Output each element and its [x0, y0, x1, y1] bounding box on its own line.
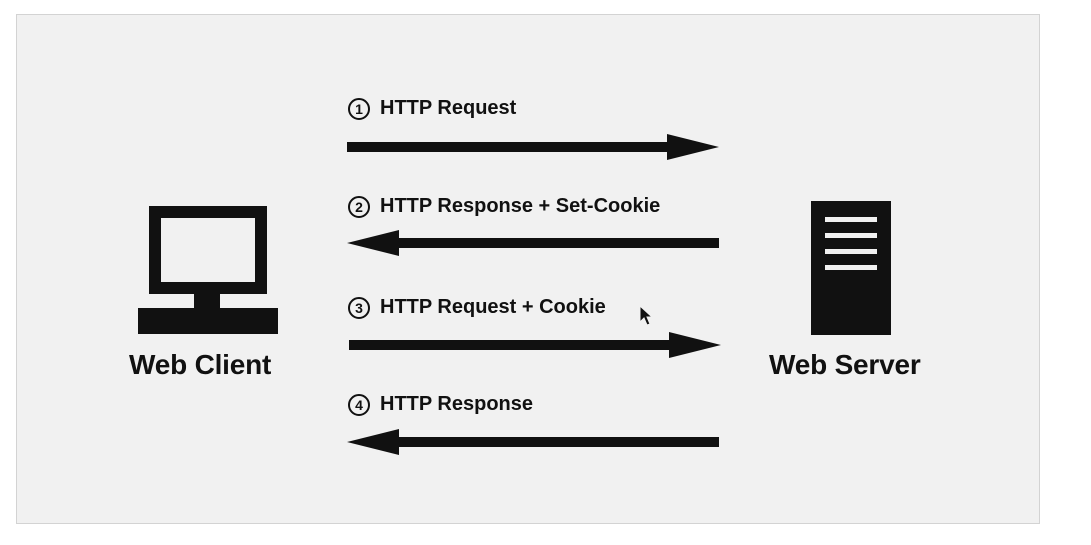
step-1-arrow	[347, 134, 719, 160]
step-4-label: 4 HTTP Response	[348, 393, 533, 416]
step-2-label: 2 HTTP Response + Set-Cookie	[348, 195, 660, 218]
step-3-label: 3 HTTP Request + Cookie	[348, 296, 606, 319]
step-3-text: HTTP Request + Cookie	[380, 296, 606, 318]
mouse-cursor-icon	[639, 305, 654, 326]
diagram-canvas: Web Client Web Server 1 HTTP Request 2 H…	[16, 14, 1040, 524]
step-2-arrow	[347, 230, 719, 256]
web-client-label: Web Client	[129, 349, 272, 380]
step-4-text: HTTP Response	[380, 393, 533, 415]
step-1-number: 1	[348, 97, 370, 120]
web-server-label: Web Server	[769, 349, 921, 380]
step-4-arrow	[347, 429, 719, 455]
step-4-number: 4	[348, 393, 370, 416]
step-2-number: 2	[348, 195, 370, 218]
computer-monitor-icon	[138, 206, 278, 334]
step-1-label: 1 HTTP Request	[348, 97, 516, 120]
step-1-text: HTTP Request	[380, 97, 517, 119]
step-2-text: HTTP Response + Set-Cookie	[380, 195, 661, 217]
step-3-arrow	[349, 332, 721, 358]
server-tower-icon	[811, 201, 891, 335]
step-3-number: 3	[348, 296, 370, 319]
